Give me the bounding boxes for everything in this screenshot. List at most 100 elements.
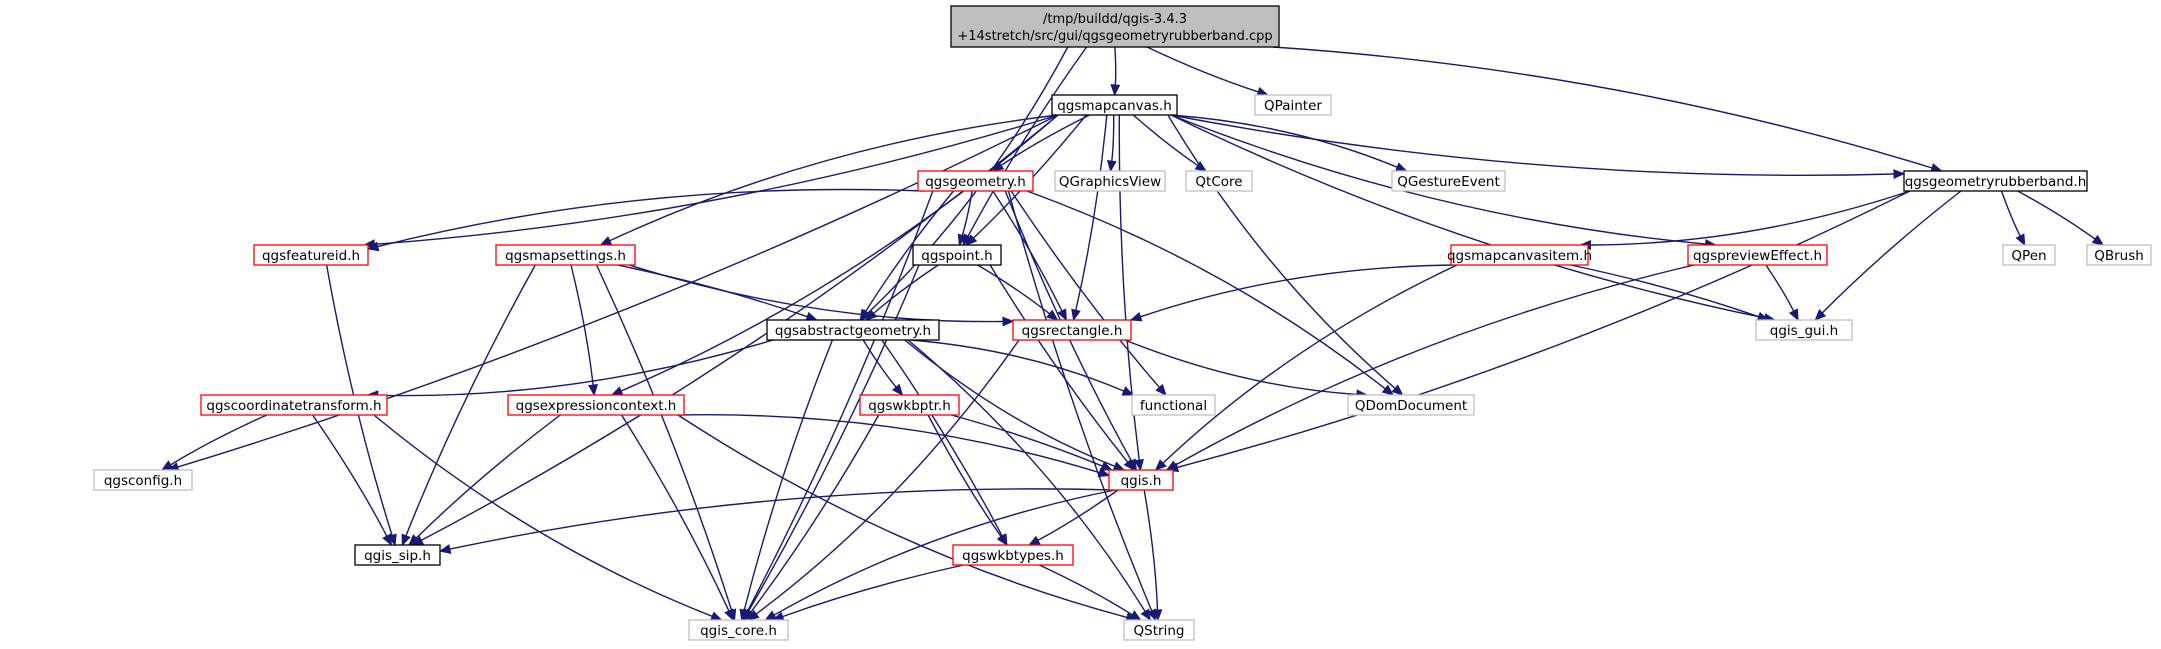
node-qgsmapcanvasitem[interactable]: qgsmapcanvasitem.h xyxy=(1447,244,1592,266)
edge-arrowhead xyxy=(1106,160,1117,173)
node-label: QGestureEvent xyxy=(1397,174,1500,190)
node-label: QDomDocument xyxy=(1355,398,1467,414)
node-qgsfeatureid[interactable]: qgsfeatureid.h xyxy=(253,244,369,266)
edge-qgsmapcanvasitem-to-qgsrectangle xyxy=(1129,264,1458,322)
edge-arrowhead xyxy=(599,236,613,246)
edge-line xyxy=(927,414,1002,538)
edge-arrowhead xyxy=(1129,312,1143,322)
edge-line xyxy=(904,339,1116,467)
edge-line xyxy=(170,414,268,466)
node-qgsmapcanvas[interactable]: qgsmapcanvas.h xyxy=(1051,94,1178,116)
node-box xyxy=(354,544,441,566)
edge-qgsabstractgeometry-to-qgswkbptr xyxy=(862,339,904,397)
edge-qgsmapcanvas-to-qgsconfig xyxy=(166,114,1059,472)
edge-arrowhead xyxy=(2091,234,2105,246)
edge-arrowhead xyxy=(744,608,756,622)
edge-line xyxy=(1162,264,1458,464)
edge-line xyxy=(1037,489,1119,541)
edge-qgis-to-qgswkbtypes xyxy=(1027,489,1119,546)
node-box xyxy=(200,394,388,416)
edge-qgsgeometry-to-qgspoint xyxy=(957,190,973,247)
node-label: qgsgeometry.h xyxy=(925,174,1026,190)
edge-line xyxy=(755,339,1020,615)
node-box xyxy=(93,469,193,491)
edge-line xyxy=(377,339,774,397)
edge-qgsmapsettings-to-qgis_core xyxy=(595,264,737,622)
node-qgspoint[interactable]: qgspoint.h xyxy=(912,244,1002,266)
node-qgsgeometry[interactable]: qgsgeometry.h xyxy=(917,170,1034,192)
edge-qgsabstractgeometry-to-qstring xyxy=(907,339,1151,622)
node-box xyxy=(1755,319,1853,341)
nodes-layer: /tmp/buildd/qgis-3.4.3+14stretch/src/gui… xyxy=(93,5,2152,641)
node-qgis_core: qgis_core.h xyxy=(688,619,789,641)
edge-arrowhead xyxy=(1071,308,1081,322)
node-label: functional xyxy=(1140,398,1207,414)
edge-arrowhead xyxy=(1165,460,1179,471)
node-qgsabstractgeometry[interactable]: qgsabstractgeometry.h xyxy=(766,319,940,341)
node-box xyxy=(952,544,1074,566)
edge-qgsmapcanvas-to-qdomdocument xyxy=(1167,114,1404,396)
node-label: qgis_sip.h xyxy=(364,548,431,564)
edge-line xyxy=(907,339,1146,612)
edge-line xyxy=(967,46,1088,237)
edge-arrowhead xyxy=(739,608,750,622)
node-qgscoordinatetransform[interactable]: qgscoordinatetransform.h xyxy=(200,394,388,416)
edge-arrowhead xyxy=(1391,384,1404,396)
edge-line xyxy=(1570,264,1759,318)
node-qtcore: QtCore xyxy=(1185,170,1253,192)
node-box xyxy=(2086,244,2152,266)
edge-qgscoordinatetransform-to-qgis_core xyxy=(373,414,723,621)
edge-arrowhead xyxy=(1097,467,1111,478)
edge-line xyxy=(1821,190,1962,314)
node-qgsrectangle[interactable]: qgsrectangle.h xyxy=(1012,319,1132,341)
edge-qgsgeometryrubberband-to-qbrush xyxy=(2017,190,2105,246)
node-qgis_sip[interactable]: qgis_sip.h xyxy=(354,544,441,566)
node-qgsexpressioncontext[interactable]: qgsexpressioncontext.h xyxy=(507,394,685,416)
edge-line xyxy=(881,339,1003,537)
edge-line xyxy=(961,190,973,236)
node-label: QGraphicsView xyxy=(1059,174,1161,190)
node-root[interactable]: /tmp/buildd/qgis-3.4.3+14stretch/src/gui… xyxy=(950,5,1280,48)
edge-line xyxy=(1118,114,1140,461)
node-qgswkbtypes[interactable]: qgswkbtypes.h xyxy=(952,544,1074,566)
node-qgsgeometryrubberband[interactable]: qgsgeometryrubberband.h xyxy=(1903,170,2088,192)
node-qgis[interactable]: qgis.h xyxy=(1108,469,1174,491)
node-qgswkbptr[interactable]: qgswkbptr.h xyxy=(859,394,960,416)
edge-line xyxy=(782,564,964,618)
edge-qgsexpressioncontext-to-qgis_core xyxy=(621,414,734,622)
node-qgsmapsettings[interactable]: qgsmapsettings.h xyxy=(495,244,636,266)
node-box xyxy=(1108,469,1174,491)
edge-line xyxy=(617,264,808,318)
edge-arrowhead xyxy=(1152,609,1163,622)
edge-line xyxy=(373,414,713,617)
node-box xyxy=(917,170,1034,192)
node-qstring: QString xyxy=(1123,619,1195,641)
edge-qgsmapsettings-to-qgsrectangle xyxy=(628,264,1015,327)
node-box xyxy=(1054,170,1166,192)
node-box xyxy=(912,244,1002,266)
edge-arrowhead xyxy=(382,533,392,547)
node-box xyxy=(1123,619,1195,641)
edge-line xyxy=(750,414,880,613)
edge-line xyxy=(773,489,1116,616)
node-label: qgsmapcanvasitem.h xyxy=(1447,248,1592,264)
node-box xyxy=(495,244,636,266)
edge-qgis-to-qgis_core xyxy=(764,489,1116,621)
edge-line xyxy=(743,339,834,611)
edge-qgsmapcanvas-to-qgis_gui xyxy=(1170,114,1776,323)
node-qpen: QPen xyxy=(2002,244,2056,266)
node-qgspreviewEffect[interactable]: qgspreviewEffect.h xyxy=(1687,244,1828,266)
edge-qgsgeometryrubberband-to-qgsmapcanvasitem xyxy=(1579,190,1911,250)
edge-qgsabstractgeometry-to-qgis_core xyxy=(739,339,834,622)
edge-arrowhead xyxy=(1789,308,1799,322)
node-label: qgswkbptr.h xyxy=(868,398,951,414)
edge-qgswkbptr-to-qgswkbtypes xyxy=(927,414,1008,547)
edge-qgis-to-qstring xyxy=(1143,489,1163,622)
node-label: QString xyxy=(1134,623,1185,639)
edge-line xyxy=(910,339,1125,392)
edge-arrowhead xyxy=(1155,383,1167,396)
edge-line xyxy=(609,114,1059,242)
edge-line xyxy=(621,414,730,612)
edge-root-to-qgsmapcanvas xyxy=(1110,46,1121,97)
edge-line xyxy=(1007,190,1153,612)
